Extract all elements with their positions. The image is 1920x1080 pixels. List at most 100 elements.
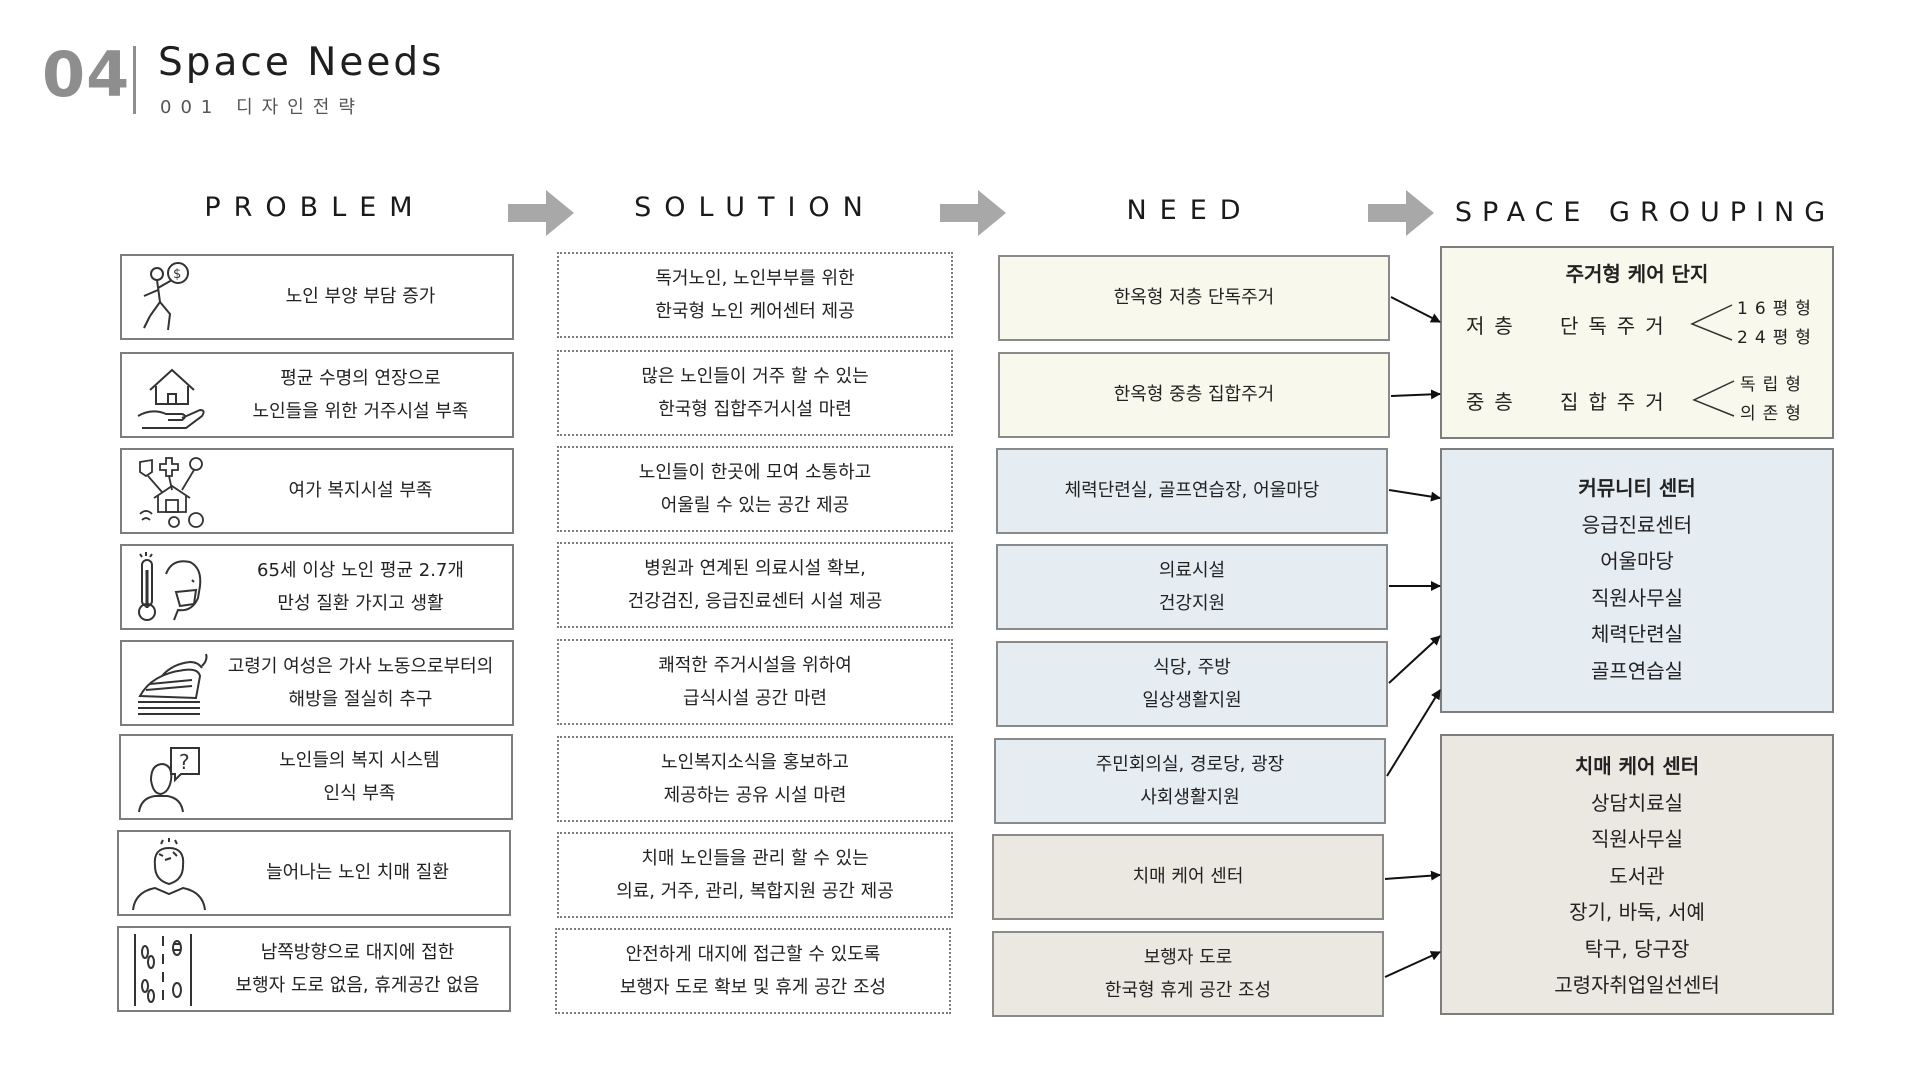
problem-item: 평균 수명의 연장으로 노인들을 위한 거주시설 부족 (120, 352, 514, 438)
solution-line: 보행자 도로 확보 및 휴게 공간 조성 (619, 977, 887, 998)
problem-heading: PROBLEM (204, 192, 426, 223)
housing-mid-option: 독립형 (1740, 375, 1808, 395)
dementia-item: 고령자취업일선센터 (1554, 973, 1720, 997)
problem-item: 늘어나는 노인 치매 질환 (117, 830, 511, 916)
header-arrow-1 (508, 190, 574, 236)
need-item: 한옥형 저층 단독주거 (998, 255, 1390, 341)
housing-low-label: 저층 (1466, 314, 1523, 338)
need-line: 보행자 도로 (1143, 946, 1233, 968)
housing-low-option: 24평형 (1737, 328, 1818, 348)
solution-item: 많은 노인들이 거주 할 수 있는 한국형 집합주거시설 마련 (557, 350, 953, 436)
header-arrow-2 (940, 190, 1006, 236)
solution-item: 병원과 연계된 의료시설 확보, 건강검진, 응급진료센터 시설 제공 (557, 542, 953, 628)
need-line: 한옥형 저층 단독주거 (1113, 287, 1275, 309)
dementia-head-icon (132, 838, 206, 911)
community-group-title: 커뮤니티 센터 (1578, 476, 1696, 500)
problem-line: 여가 복지시설 부족 (288, 480, 433, 502)
housing-branch-lines (1690, 304, 1735, 417)
svg-text:$: $ (173, 267, 181, 282)
problem-line: 해방을 절실히 추구 (288, 689, 433, 710)
problem-line: 65세 이상 노인 평균 2.7개 (257, 559, 464, 581)
solution-item: 치매 노인들을 관리 할 수 있는 의료, 거주, 관리, 복합지원 공간 제공 (557, 832, 953, 918)
solution-line: 독거노인, 노인부부를 위한 (655, 267, 855, 289)
solution-line: 급식시설 공간 마련 (683, 688, 827, 709)
problem-line: 남쪽방향으로 대지에 접한 (260, 941, 455, 963)
solution-line: 쾌적한 주거시설을 위하여 (658, 654, 852, 676)
need-item: 보행자 도로 한국형 휴게 공간 조성 (992, 931, 1384, 1017)
need-line: 체력단련실, 골프연습장, 어울마당 (1064, 480, 1320, 502)
solution-item: 노인복지소식을 홍보하고 제공하는 공유 시설 마련 (557, 736, 953, 822)
solution-line: 의료, 거주, 관리, 복합지원 공간 제공 (616, 881, 894, 902)
section-number: 04 (42, 38, 131, 111)
header-arrow-3 (1368, 190, 1434, 236)
iron-icon (138, 653, 208, 715)
dementia-item: 직원사무실 (1591, 827, 1683, 851)
problem-line: 평균 수명의 연장으로 (280, 367, 441, 389)
need-line: 의료시설 (1158, 559, 1226, 581)
solution-line: 한국형 집합주거시설 마련 (658, 399, 852, 420)
problem-item: 남쪽방향으로 대지에 접한 보행자 도로 없음, 휴게공간 없음 (117, 926, 511, 1012)
solution-line: 많은 노인들이 거주 할 수 있는 (641, 365, 869, 387)
solution-line: 병원과 연계된 의료시설 확보, (644, 557, 866, 579)
solution-line: 어울릴 수 있는 공간 제공 (660, 495, 850, 516)
community-item: 골프연습실 (1591, 658, 1683, 683)
dementia-group: 치매 케어 센터 상담치료실 직원사무실 도서관 장기, 바둑, 서예 탁구, … (1440, 734, 1834, 1015)
solution-heading: SOLUTION (634, 192, 876, 223)
need-heading: NEED (1126, 195, 1254, 226)
page-subtitle: 001 디자인전략 (160, 97, 364, 118)
housing-mid-option: 의존형 (1740, 404, 1808, 424)
need-line: 건강지원 (1158, 593, 1226, 614)
community-item: 체력단련실 (1591, 622, 1683, 646)
problem-item: 여가 복지시설 부족 (120, 448, 514, 534)
need-line: 식당, 주방 (1153, 656, 1231, 678)
housing-group-title: 주거형 케어 단지 (1565, 262, 1709, 286)
solution-line: 노인복지소식을 홍보하고 (661, 751, 849, 773)
need-item: 치매 케어 센터 (992, 834, 1384, 920)
solution-line: 안전하게 대지에 접근할 수 있도록 (625, 943, 881, 965)
housing-mid-type: 집합주거 (1560, 390, 1674, 414)
house-in-hand-icon (137, 368, 205, 429)
header-divider (133, 46, 136, 114)
community-item: 응급진료센터 (1581, 512, 1693, 537)
problem-line: 노인들을 위한 거주시설 부족 (252, 401, 469, 422)
problem-item: 65세 이상 노인 평균 2.7개 만성 질환 가지고 생활 (120, 544, 514, 630)
community-item: 직원사무실 (1591, 585, 1683, 610)
road-footprints-icon (134, 934, 192, 1006)
dementia-item: 상담치료실 (1591, 790, 1683, 815)
problem-line: 고령기 여성은 가사 노동으로부터의 (227, 655, 494, 677)
need-line: 일상생활지원 (1142, 690, 1242, 711)
need-line: 사회생활지원 (1140, 787, 1240, 808)
page-title: Space Needs (158, 40, 445, 85)
need-item: 주민회의실, 경로당, 광장 사회생활지원 (994, 738, 1386, 824)
thermometer-mask-person-icon (138, 552, 202, 621)
housing-group: 주거형 케어 단지 저층 단독주거 16평형 24평형 중층 집합주거 독립형 … (1440, 246, 1834, 439)
problem-line: 노인들의 복지 시스템 (279, 749, 440, 771)
grouping-heading: SPACE GROUPING (1454, 197, 1836, 228)
dementia-item: 도서관 (1609, 863, 1665, 888)
solution-item: 독거노인, 노인부부를 위한 한국형 노인 케어센터 제공 (557, 252, 953, 338)
housing-mid-label: 중층 (1466, 390, 1523, 414)
problem-line: 노인 부양 부담 증가 (285, 286, 436, 308)
svg-text:?: ? (179, 750, 190, 774)
solution-line: 노인들이 한곳에 모여 소통하고 (638, 461, 872, 483)
need-line: 치매 케어 센터 (1132, 866, 1244, 888)
question-person-icon: ? (138, 747, 200, 813)
problem-line: 보행자 도로 없음, 휴게공간 없음 (235, 975, 480, 996)
solution-line: 치매 노인들을 관리 할 수 있는 (641, 847, 869, 869)
welfare-network-house-icon (139, 457, 204, 528)
need-item: 식당, 주방 일상생활지원 (996, 641, 1388, 727)
money-bag-person-icon: $ (143, 262, 189, 331)
need-item: 체력단련실, 골프연습장, 어울마당 (996, 448, 1388, 534)
problem-item: 고령기 여성은 가사 노동으로부터의 해방을 절실히 추구 (120, 640, 514, 726)
need-line: 주민회의실, 경로당, 광장 (1095, 753, 1285, 775)
dementia-group-title: 치매 케어 센터 (1574, 754, 1700, 778)
solution-item: 노인들이 한곳에 모여 소통하고 어울릴 수 있는 공간 제공 (557, 446, 953, 532)
problem-line: 인식 부족 (323, 783, 396, 804)
problem-line: 만성 질환 가지고 생활 (277, 593, 444, 614)
solution-line: 제공하는 공유 시설 마련 (663, 785, 847, 806)
solution-line: 한국형 노인 케어센터 제공 (655, 301, 855, 322)
need-line: 한옥형 중층 집합주거 (1113, 384, 1275, 406)
community-item: 어울마당 (1600, 549, 1674, 573)
need-item: 의료시설 건강지원 (996, 544, 1388, 630)
